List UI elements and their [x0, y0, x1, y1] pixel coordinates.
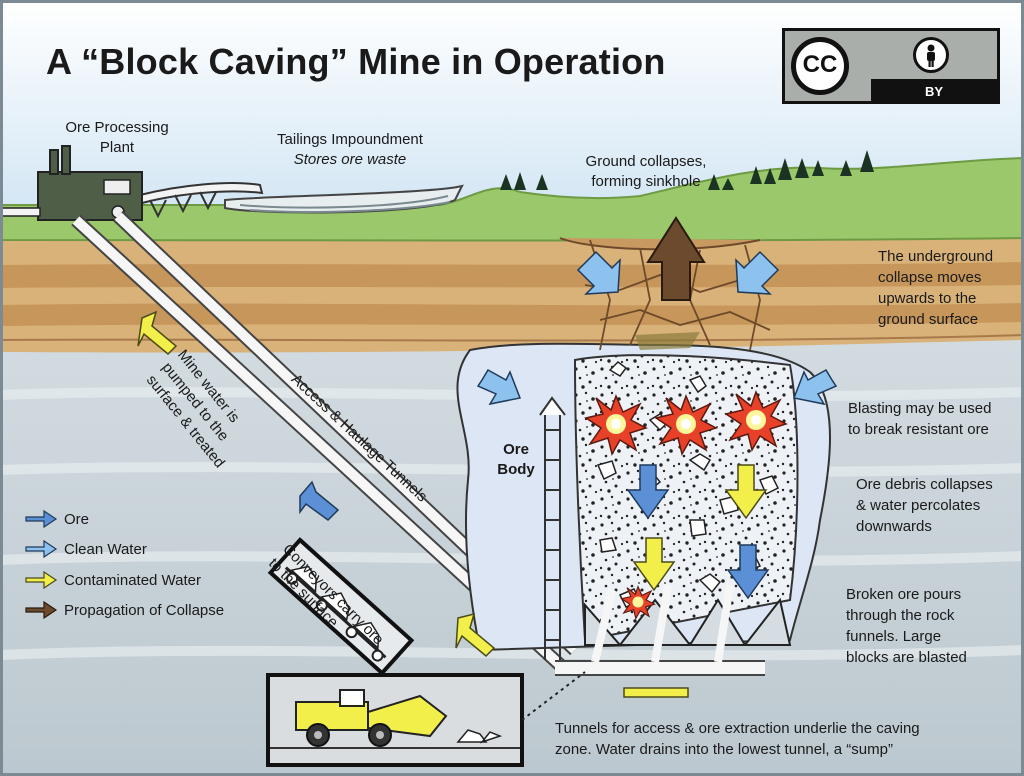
- blast-icon: [584, 389, 788, 620]
- label-line: Ore Processing: [65, 119, 169, 136]
- by-strip: [871, 79, 997, 101]
- label-line: Blasting may be used: [848, 400, 992, 417]
- tailings-pipeline: [138, 182, 264, 219]
- tailings-pond: [224, 184, 464, 214]
- label-line: upwards to the: [878, 290, 977, 307]
- contaminated-water-arrows: [137, 310, 768, 658]
- debris-label: Ore debris collapses & water percolates …: [856, 474, 993, 537]
- funnel-chutes: [591, 584, 734, 663]
- ore-processing-plant: [0, 145, 143, 221]
- blasting-label: Blasting may be used to break resistant …: [848, 398, 991, 440]
- cc-license-badge: CC BY: [782, 28, 1000, 104]
- label-line: Ore: [503, 441, 529, 458]
- by-label: BY: [924, 84, 944, 99]
- legend-label: Clean Water: [64, 540, 147, 558]
- legend-item: Propagation of Collapse: [24, 599, 224, 621]
- legend-label: Ore: [64, 510, 90, 528]
- access-shaft: [539, 396, 566, 660]
- label-line: The underground: [878, 248, 994, 265]
- tunnels-note: Tunnels for access & ore extraction unde…: [555, 718, 920, 760]
- label-line: Tailings Impoundment: [277, 131, 423, 148]
- label-line: Body: [497, 461, 535, 478]
- legend-item: Ore: [24, 508, 89, 530]
- label-line: ground surface: [878, 311, 979, 328]
- label-line: collapse moves: [878, 269, 982, 286]
- ore-arrow-icon: [25, 509, 58, 529]
- tree-icon: [500, 150, 874, 190]
- collapse-arrow-icon: [25, 600, 58, 620]
- label-line: Ore debris collapses: [856, 476, 993, 493]
- label-line: to break resistant ore: [848, 421, 989, 438]
- ore-processing-plant-label: Ore Processing Plant: [52, 118, 182, 158]
- underground-collapse-label: The underground collapse moves upwards t…: [878, 246, 993, 330]
- label-line: blocks are blasted: [846, 649, 967, 666]
- legend-item: Clean Water: [24, 538, 147, 560]
- legend-item: Contaminated Water: [24, 569, 201, 591]
- label-line: Ground collapses,: [585, 153, 707, 170]
- tailings-label: Tailings Impoundment Stores ore waste: [250, 130, 450, 170]
- broken-ore-label: Broken ore pours through the rock funnel…: [846, 584, 967, 668]
- label-line: zone. Water drains into the lowest tunne…: [555, 741, 893, 758]
- label-line: Tunnels for access & ore extraction unde…: [555, 720, 920, 737]
- label-line: & water percolates: [856, 497, 981, 514]
- page-title: A “Block Caving” Mine in Operation: [46, 41, 666, 82]
- label-line: Stores ore waste: [293, 151, 407, 168]
- legend-label: Contaminated Water: [64, 571, 202, 589]
- collapse-arrow: [646, 216, 706, 301]
- clean-water-arrows: [476, 250, 838, 406]
- loader-inset: [266, 673, 524, 767]
- label-line: Plant: [99, 139, 135, 156]
- fracture-lines: [584, 239, 771, 351]
- conveyor-inset: [267, 537, 415, 676]
- contaminated-water-arrow-icon: [25, 570, 58, 590]
- label-line: downwards: [856, 518, 932, 535]
- ore-arrows: [299, 464, 770, 600]
- legend-label: Propagation of Collapse: [64, 601, 225, 619]
- cc-mark: CC: [791, 37, 849, 95]
- label-line: through the rock: [846, 607, 955, 624]
- sump: [623, 687, 689, 698]
- ground-collapse-label: Ground collapses, forming sinkhole: [556, 152, 736, 192]
- clean-water-arrow-icon: [25, 539, 58, 559]
- label-line: funnels. Large: [846, 628, 942, 645]
- person-icon: [913, 37, 949, 73]
- ore-body-label: Ore Body: [486, 440, 546, 480]
- label-line: Broken ore pours: [846, 586, 962, 603]
- label-line: forming sinkhole: [591, 173, 701, 190]
